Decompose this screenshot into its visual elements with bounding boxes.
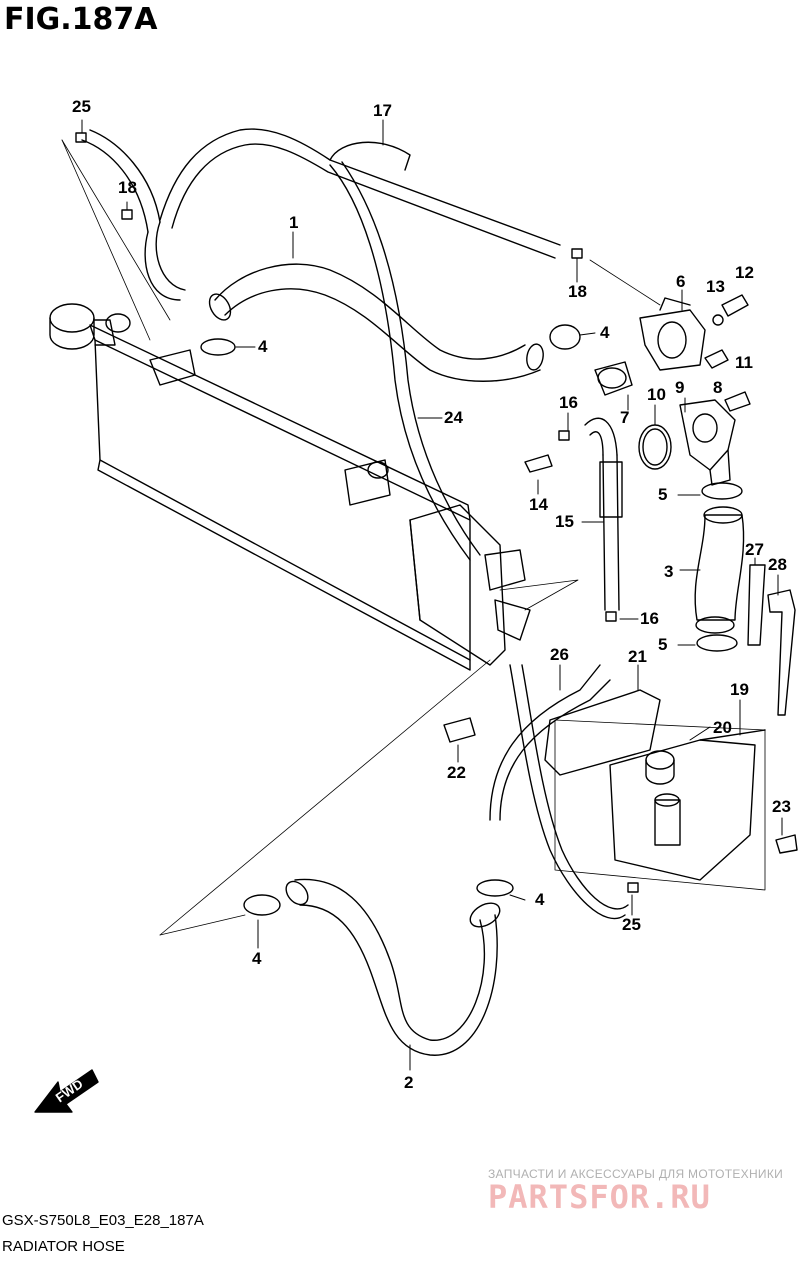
overflow-hose: [509, 664, 629, 920]
hose-26: [489, 664, 611, 821]
callout-6: 6: [676, 272, 685, 291]
tie-28: [767, 589, 796, 716]
bolts: [524, 294, 798, 854]
callout-9: 9: [675, 378, 684, 397]
callout-25: 25: [622, 915, 641, 934]
callout-26: 26: [550, 645, 569, 664]
callout-18: 18: [118, 178, 137, 197]
hose-15: [584, 417, 623, 611]
callout-4: 4: [535, 890, 545, 909]
hose-17: [159, 128, 561, 259]
clamp-27: [747, 564, 766, 646]
callout-3: 3: [664, 562, 673, 581]
radiator: [89, 324, 531, 671]
watermark-caption: ЗАПЧАСТИ И АКСЕССУАРЫ ДЛЯ МОТОТЕХНИКИ: [488, 1167, 784, 1181]
callout-13: 13: [706, 277, 725, 296]
fwd-arrow: [34, 1069, 99, 1113]
callout-28: 28: [768, 555, 787, 574]
callout-18: 18: [568, 282, 587, 301]
callout-21: 21: [628, 647, 647, 666]
model-code: GSX-S750L8_E03_E28_187A: [2, 1212, 204, 1229]
callout-5: 5: [658, 635, 667, 654]
callout-7: 7: [620, 408, 629, 427]
clips: [75, 132, 639, 893]
reservoir-tank: [554, 719, 766, 891]
callout-17: 17: [373, 101, 392, 120]
callout-12: 12: [735, 263, 754, 282]
callout-22: 22: [447, 763, 466, 782]
callout-10: 10: [647, 385, 666, 404]
reference-lines: [61, 139, 661, 936]
radiator-cap: [49, 303, 131, 350]
callout-8: 8: [713, 378, 722, 397]
callout-11: 11: [735, 353, 753, 372]
callout-20: 20: [713, 718, 732, 737]
callout-16: 16: [640, 609, 659, 628]
callout-25: 25: [72, 97, 91, 116]
callout-27: 27: [745, 540, 764, 559]
callout-19: 19: [730, 680, 749, 699]
callout-4: 4: [252, 949, 262, 968]
callout-24: 24: [444, 408, 463, 427]
hose-2: [285, 878, 501, 1056]
leader-lines: [81, 119, 783, 1071]
callout-5: 5: [658, 485, 667, 504]
watermark-logo: PARTSFOR.RU: [488, 1178, 711, 1216]
callout-2: 2: [404, 1073, 413, 1092]
callout-15: 15: [555, 512, 574, 531]
hose-3: [694, 482, 745, 652]
clamps-4: [200, 324, 581, 916]
hose-24: [81, 129, 481, 561]
callout-4: 4: [600, 323, 610, 342]
callout-14: 14: [529, 495, 548, 514]
figure-subtitle: RADIATOR HOSE: [2, 1238, 125, 1255]
callout-4: 4: [258, 337, 268, 356]
callout-16: 16: [559, 393, 578, 412]
figure-title: FIG.187A: [4, 2, 158, 37]
callout-1: 1: [289, 213, 298, 232]
bracket-21: [544, 689, 661, 776]
callout-23: 23: [772, 797, 791, 816]
hose-1: [208, 263, 544, 382]
